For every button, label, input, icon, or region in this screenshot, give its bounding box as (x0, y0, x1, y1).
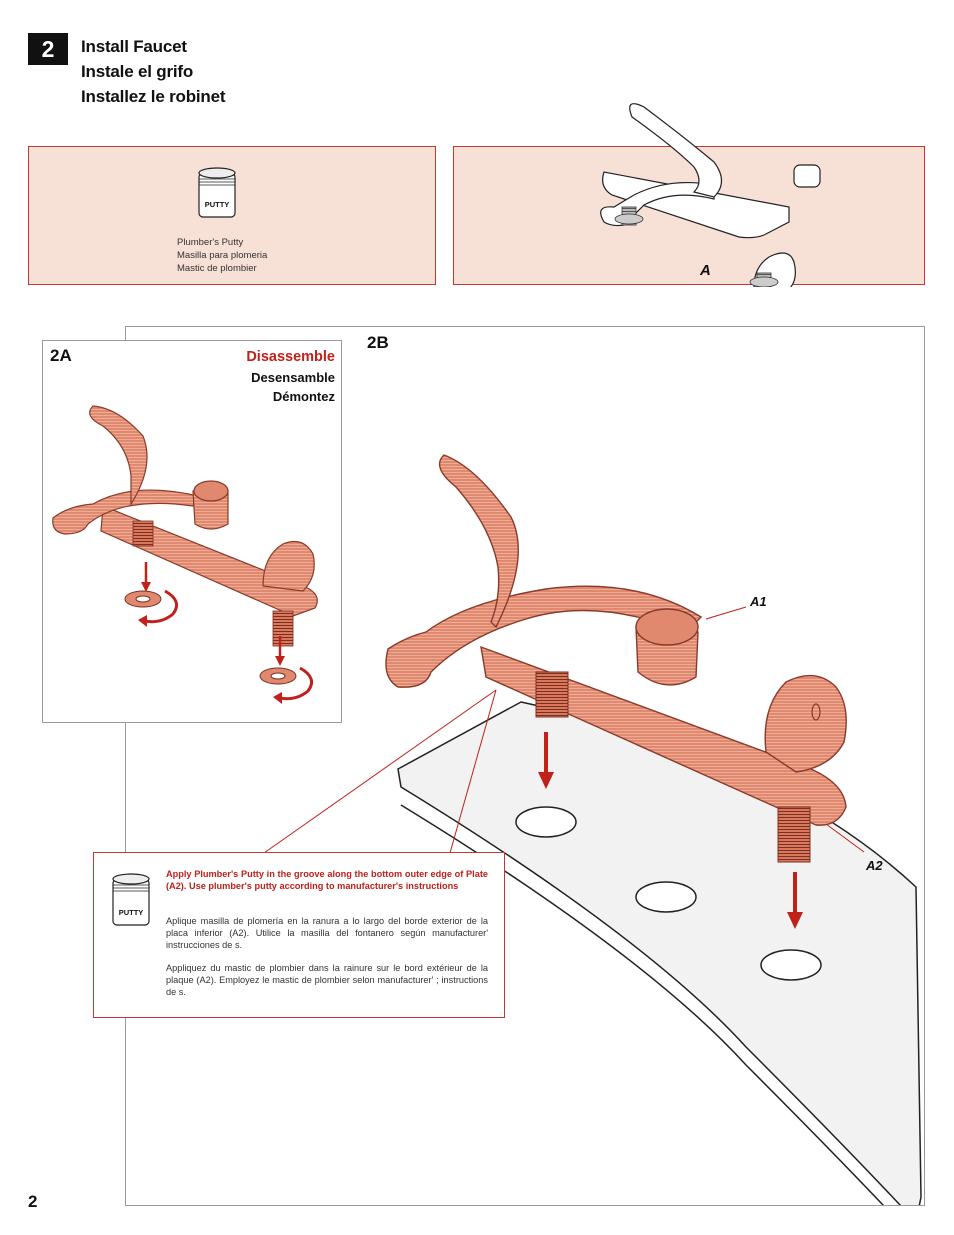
note-text-english: Apply Plumber's Putty in the groove alon… (166, 869, 488, 891)
part-a-label: A (700, 262, 711, 279)
callout-a1: A1 (750, 594, 767, 609)
step-2a-label: 2A (50, 346, 72, 365)
step-2b-label: 2B (367, 333, 389, 352)
title-english: Install Faucet (81, 37, 187, 56)
title-spanish: Instale el grifo (81, 62, 194, 81)
note-text-spanish: Aplique masilla de plomería en la ranura… (166, 916, 488, 950)
putty-instruction-note: PUTTY Apply Plumber's Putty in the groov… (93, 852, 505, 1018)
putty-jar-icon: PUTTY (198, 167, 236, 218)
faucet-installation-illustration (263, 454, 922, 1205)
step-2a-panel: 2A Disassemble Desensamble Démontez (42, 340, 342, 723)
step-number-badge: 2 (28, 33, 68, 65)
step-2b-panel: 2B A1 A2 (125, 326, 925, 1206)
faucet-parts-illustration (600, 103, 821, 287)
tool-caption-french: Mastic de plombier (177, 263, 257, 274)
disassemble-spanish: Desensamble (251, 370, 335, 385)
tool-caption-spanish: Masilla para plomeria (177, 250, 268, 261)
disassemble-heading: Disassemble (246, 349, 335, 365)
note-text-french: Appliquez du mastic de plombier dans la … (166, 963, 488, 997)
tool-caption-english: Plumber's Putty (177, 237, 244, 248)
faucet-disassembly-illustration (52, 405, 318, 704)
parts-panel (453, 103, 925, 287)
title-french: Installez le robinet (81, 87, 226, 106)
page-number: 2 (28, 1192, 38, 1211)
callout-a2: A2 (866, 858, 883, 873)
tools-panel: PUTTY (28, 146, 436, 285)
putty-jar-label: PUTTY (205, 200, 230, 209)
note-putty-jar-label: PUTTY (119, 908, 144, 917)
putty-jar-icon: PUTTY (112, 873, 150, 926)
disassemble-french: Démontez (272, 389, 335, 404)
